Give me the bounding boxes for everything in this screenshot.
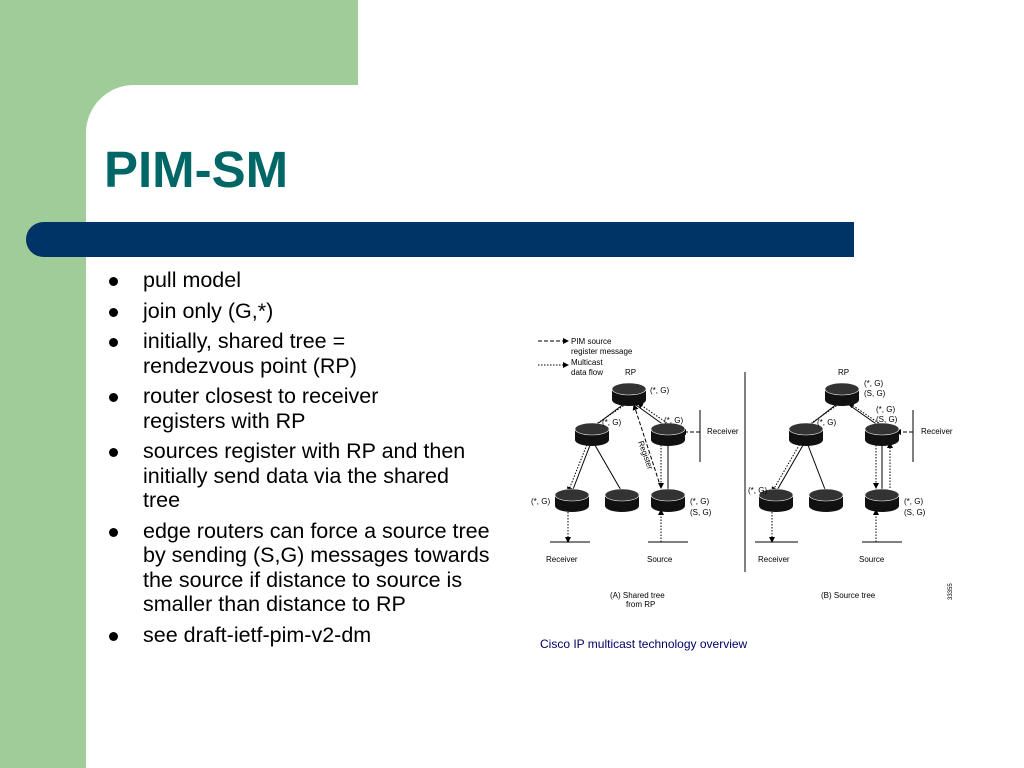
register-label: Register [636, 440, 655, 471]
bullet-item: edge routers can force a source tree by … [104, 519, 513, 617]
router-icon [611, 382, 647, 406]
state-label: (*, G) [650, 386, 669, 395]
bullet-item: pull model [104, 268, 514, 293]
bullet-item: join only (G,*) [104, 299, 514, 324]
bullet-text: see draft-ietf-pim-v2-dm [143, 622, 372, 647]
bullet-item: sources register with RP and then initia… [104, 439, 488, 513]
receiver-label: Receiver [921, 427, 953, 436]
bullet-text: edge routers can force a source tree by … [143, 518, 490, 617]
legend: PIM source register message Multicast da… [538, 337, 633, 377]
state-label: (*, G) [876, 405, 895, 414]
bullet-dot-icon [109, 338, 118, 347]
bullet-dot-icon [109, 631, 118, 641]
bullet-dot-icon [109, 393, 118, 402]
source-label: Source [647, 555, 673, 564]
shared-tree-panel: RP (*, G) (*, G) (*, G) Receiver (*, G) … [531, 368, 739, 609]
router-icon [864, 488, 900, 512]
state-label: (*, G) [664, 416, 683, 425]
bullet-item: initially, shared tree = rendezvous poin… [104, 329, 408, 378]
router-icon [574, 422, 610, 446]
legend-flow-line-1: Multicast [571, 358, 603, 367]
router-icon [824, 382, 860, 406]
rp-label: RP [838, 368, 849, 377]
router-icon [650, 422, 686, 446]
router-icon [864, 422, 900, 446]
bullet-item: router closest to receiver registers wit… [104, 384, 443, 433]
top-white-area [358, 0, 1024, 85]
bullet-dot-icon [109, 277, 118, 286]
rp-label: RP [625, 368, 636, 377]
receiver-label: Receiver [758, 555, 790, 564]
router-icon [650, 488, 686, 512]
state-label: (*, G) [748, 486, 767, 495]
state-label: (*, G) [690, 497, 709, 506]
receiver-label: Receiver [707, 427, 739, 436]
state-label: (*, G) [817, 418, 836, 427]
source-tree-panel: RP (*, G) (S, G) (*, G) (*, G) (S, G) Re… [748, 368, 954, 600]
state-label: (*, G) [531, 497, 550, 506]
legend-register-line-1: PIM source [571, 337, 612, 346]
state-label: (S, G) [876, 415, 898, 424]
bullet-item: see draft-ietf-pim-v2-dm [104, 623, 514, 648]
bullet-text: router closest to receiver registers wit… [143, 384, 379, 433]
figure-id: 33355 [948, 583, 954, 600]
slide-title: PIM-SM [104, 141, 289, 198]
figure-caption: Cisco IP multicast technology overview [540, 637, 748, 651]
state-label: (S, G) [690, 508, 712, 517]
router-icon [604, 488, 640, 512]
pim-tree-diagram: PIM source register message Multicast da… [531, 337, 954, 609]
bullet-text: sources register with RP and then initia… [143, 439, 466, 512]
bullet-text: join only (G,*) [143, 298, 274, 323]
caption-a-line-2: from RP [626, 600, 655, 609]
legend-flow-line-2: data flow [571, 368, 603, 377]
bullet-text: initially, shared tree = rendezvous poin… [143, 329, 357, 378]
bullet-dot-icon [109, 307, 118, 317]
receiver-label: Receiver [546, 555, 578, 564]
bullet-text: pull model [143, 268, 241, 292]
bullet-dot-icon [109, 448, 118, 457]
state-label: (*, G) [904, 497, 923, 506]
source-label: Source [859, 555, 885, 564]
bullet-list: pull model join only (G,*) initially, sh… [104, 268, 514, 653]
router-icon [808, 488, 844, 512]
router-icon [758, 488, 794, 512]
state-label: (S, G) [864, 389, 886, 398]
router-icon [554, 488, 590, 512]
caption-b: (B) Source tree [821, 591, 876, 600]
bullet-dot-icon [109, 527, 118, 537]
router-icon [788, 422, 824, 446]
legend-register-line-2: register message [571, 347, 633, 356]
state-label: (*, G) [864, 379, 883, 388]
caption-a-line-1: (A) Shared tree [610, 591, 665, 600]
state-label: (S, G) [904, 508, 926, 517]
state-label: (*, G) [602, 418, 621, 427]
title-underline-bar [26, 222, 854, 257]
